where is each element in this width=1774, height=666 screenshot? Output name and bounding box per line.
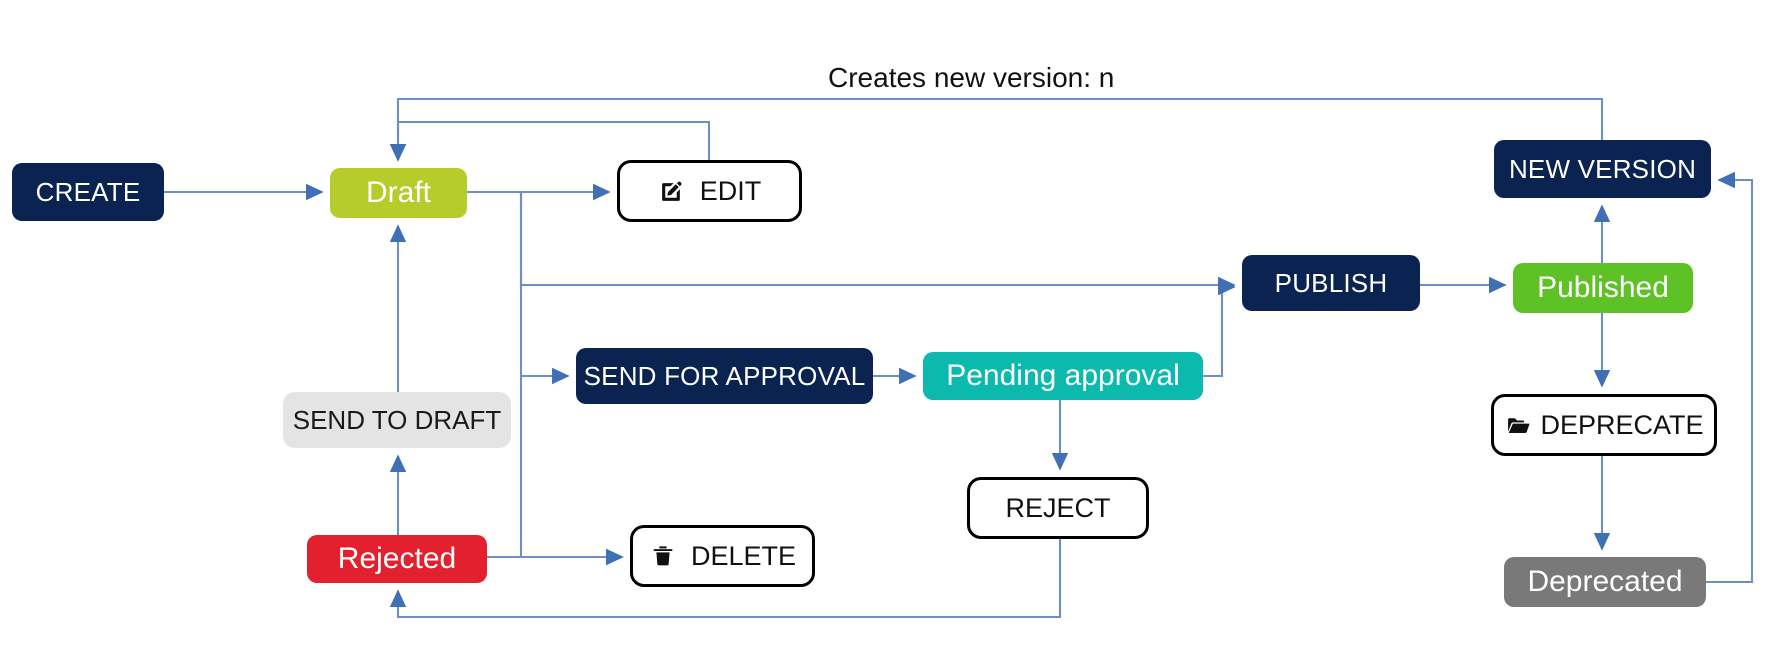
node-edit[interactable]: EDIT: [617, 160, 802, 222]
edge-new-version-to-draft: [389, 97, 1604, 162]
creates-new-version-label: Creates new version: n: [828, 62, 1115, 93]
node-deprecate[interactable]: DEPRECATE: [1491, 394, 1717, 456]
node-draft[interactable]: Draft: [330, 168, 467, 218]
node-rejected-label: Rejected: [337, 542, 457, 575]
folder-icon: [1504, 411, 1532, 439]
edit-pencil-icon: [658, 177, 686, 205]
edge-reject-to-rejected: [389, 539, 1062, 619]
node-new-version-label: NEW VERSION: [1508, 154, 1697, 184]
node-published[interactable]: Published: [1513, 263, 1693, 313]
node-pending-approval[interactable]: Pending approval: [923, 352, 1203, 400]
node-deprecated-label: Deprecated: [1527, 565, 1683, 598]
node-create[interactable]: CREATE: [12, 163, 164, 221]
node-published-label: Published: [1537, 271, 1669, 304]
node-draft-label: Draft: [365, 176, 431, 209]
node-delete-label: DELETE: [690, 540, 797, 571]
node-rejected[interactable]: Rejected: [307, 535, 487, 583]
node-delete[interactable]: DELETE: [630, 525, 815, 587]
edge-draft-to-delete: [519, 193, 624, 566]
edge-deprecated-to-new-version: [1706, 171, 1754, 584]
node-deprecated[interactable]: Deprecated: [1504, 557, 1706, 607]
edge-pending-to-publish: [1203, 278, 1236, 378]
node-new-version[interactable]: NEW VERSION: [1494, 140, 1711, 198]
node-reject[interactable]: REJECT: [967, 477, 1149, 539]
edge-edit-back-to-draft: [389, 120, 711, 162]
node-publish-label: PUBLISH: [1274, 268, 1388, 298]
trash-icon: [649, 542, 677, 570]
node-send-to-draft-label: SEND TO DRAFT: [292, 405, 502, 435]
node-edit-label: EDIT: [699, 175, 762, 206]
node-deprecate-label: DEPRECATE: [1540, 409, 1704, 440]
node-reject-label: REJECT: [1005, 492, 1111, 523]
node-publish[interactable]: PUBLISH: [1242, 255, 1420, 311]
node-create-label: CREATE: [35, 177, 141, 207]
node-send-to-draft[interactable]: SEND TO DRAFT: [283, 392, 511, 448]
node-send-for-approval[interactable]: SEND FOR APPROVAL: [576, 348, 873, 404]
node-pending-approval-label: Pending approval: [946, 359, 1180, 392]
node-send-for-approval-label: SEND FOR APPROVAL: [583, 361, 866, 391]
